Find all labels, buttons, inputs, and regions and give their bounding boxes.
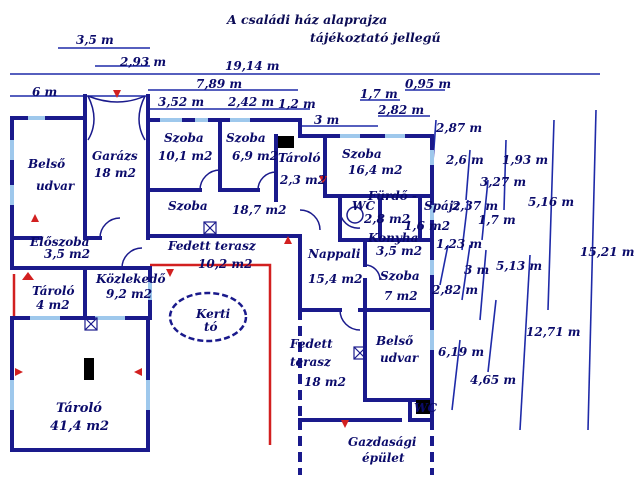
dim-label: 5,16 m (528, 195, 575, 209)
dim-label: 6,19 m (438, 345, 485, 359)
dim-label: 1,7 m (360, 87, 398, 101)
room-szoba-corridor-area: 18,7 m2 (232, 203, 287, 217)
dimension-lines (10, 47, 600, 431)
room-furdo-wc: WC (352, 199, 376, 213)
dim-label: 6 m (32, 85, 58, 99)
room-tarolo-4: Tároló (32, 284, 75, 298)
room-szoba-2-area: 6,9 m2 (232, 149, 279, 163)
room-gazdasagi-line2: épület (362, 451, 405, 465)
windows (10, 116, 434, 410)
room-kerti-to-line2: tó (204, 320, 218, 334)
room-tarolo-small-area: 2,3 m2 (280, 173, 327, 187)
room-fedett-terasz-2-area: 18 m2 (304, 375, 346, 389)
dim-label: 4,65 m (470, 373, 517, 387)
room-szoba-corridor: Szoba (168, 199, 208, 213)
dim-label: 2,37 m (452, 199, 499, 213)
room-fedett-terasz-1: Fedett terasz (168, 239, 256, 253)
vent-boxes (84, 221, 367, 360)
room-fedett-terasz-2: Fedett (290, 337, 333, 351)
room-fedett-terasz-2-line2: terasz (290, 355, 331, 369)
dim-label: 3 m (314, 113, 340, 127)
dim-label: 1,23 m (436, 237, 483, 251)
room-eloszoba-area: 3,5 m2 (44, 247, 91, 261)
room-tarolo-big-area: 41,4 m2 (50, 419, 109, 434)
dim-label: 2,87 m (436, 121, 483, 135)
wc-fixture (346, 206, 364, 224)
room-tarolo-4-area: 4 m2 (36, 298, 70, 312)
plan-title: A családi ház alaprajza (227, 12, 388, 27)
door-swings (99, 169, 381, 331)
room-spajz: Spájz (424, 199, 460, 213)
dim-label: 2,6 m (446, 153, 484, 167)
dim-label: 1,7 m (478, 213, 516, 227)
dim-label: 1,93 m (502, 153, 549, 167)
room-belso-udvar-1: Belső (28, 157, 66, 171)
dashed-walls (298, 310, 434, 475)
room-kerti-to: Kerti (196, 307, 231, 321)
entrance-arrows (15, 90, 349, 428)
room-eloszoba: Előszoba (30, 235, 90, 249)
room-garazs-area: 18 m2 (94, 166, 136, 180)
room-szoba-2: Szoba (226, 131, 266, 145)
room-spajz-area: 1,6 m2 (404, 219, 451, 233)
dim-label: 2,82 m (378, 103, 425, 117)
room-kozlekedo: Közlekedő (96, 272, 166, 286)
room-nappali: Nappali (308, 247, 361, 261)
room-fedett-terasz-1-area: 10,2 m2 (198, 257, 253, 271)
room-szoba-1-area: 10,1 m2 (158, 149, 213, 163)
kerti-to-pond (168, 291, 248, 343)
room-szoba-1: Szoba (164, 131, 204, 145)
room-szoba-4-area: 7 m2 (384, 289, 418, 303)
dim-label: 0,95 m (405, 77, 452, 91)
room-tarolo-small: Tároló (278, 151, 321, 165)
walls (10, 94, 434, 452)
dim-label: 2,93 m (120, 55, 167, 69)
room-belso-udvar-2: Belső (376, 334, 414, 348)
room-szoba-4: Szoba (380, 269, 420, 283)
dim-label: 3,5 m (76, 33, 114, 47)
dim-label: 19,14 m (225, 59, 280, 73)
room-furdo-area: 2,8 m2 (364, 212, 411, 226)
room-belso-udvar-2-line2: udvar (380, 351, 419, 365)
dim-label: 3,27 m (480, 175, 527, 189)
room-gazdasagi: Gazdasági (348, 435, 417, 449)
room-konyha: Konyha (368, 231, 419, 245)
dim-label: 12,71 m (526, 325, 581, 339)
room-furdo: Fürdő - (368, 189, 417, 203)
chimneys (84, 136, 430, 414)
room-nappali-area: 15,4 m2 (308, 272, 363, 286)
room-belso-udvar-1-line2: udvar (36, 179, 75, 193)
room-szoba-3-area: 16,4 m2 (348, 163, 403, 177)
room-wc: WC (414, 401, 438, 415)
plan-subtitle: tájékoztató jellegű (310, 30, 441, 45)
dim-label: 3,52 m (158, 95, 205, 109)
dim-label: 5,13 m (496, 259, 543, 273)
room-konyha-area: 3,5 m2 (376, 244, 423, 258)
dim-label: 2,82 m (432, 283, 479, 297)
room-szoba-3: Szoba (342, 147, 382, 161)
red-boundary (12, 263, 272, 445)
room-kozlekedo-area: 9,2 m2 (106, 287, 153, 301)
dim-label: 2,42 m (228, 95, 275, 109)
dim-label: 15,21 m (580, 245, 635, 259)
garage-door (87, 95, 146, 141)
dim-label: 3 m (464, 263, 490, 277)
dim-label: 7,89 m (196, 77, 243, 91)
dim-label: 1,2 m (278, 97, 316, 111)
room-tarolo-big: Tároló (56, 401, 102, 416)
room-garazs: Garázs (92, 149, 138, 163)
